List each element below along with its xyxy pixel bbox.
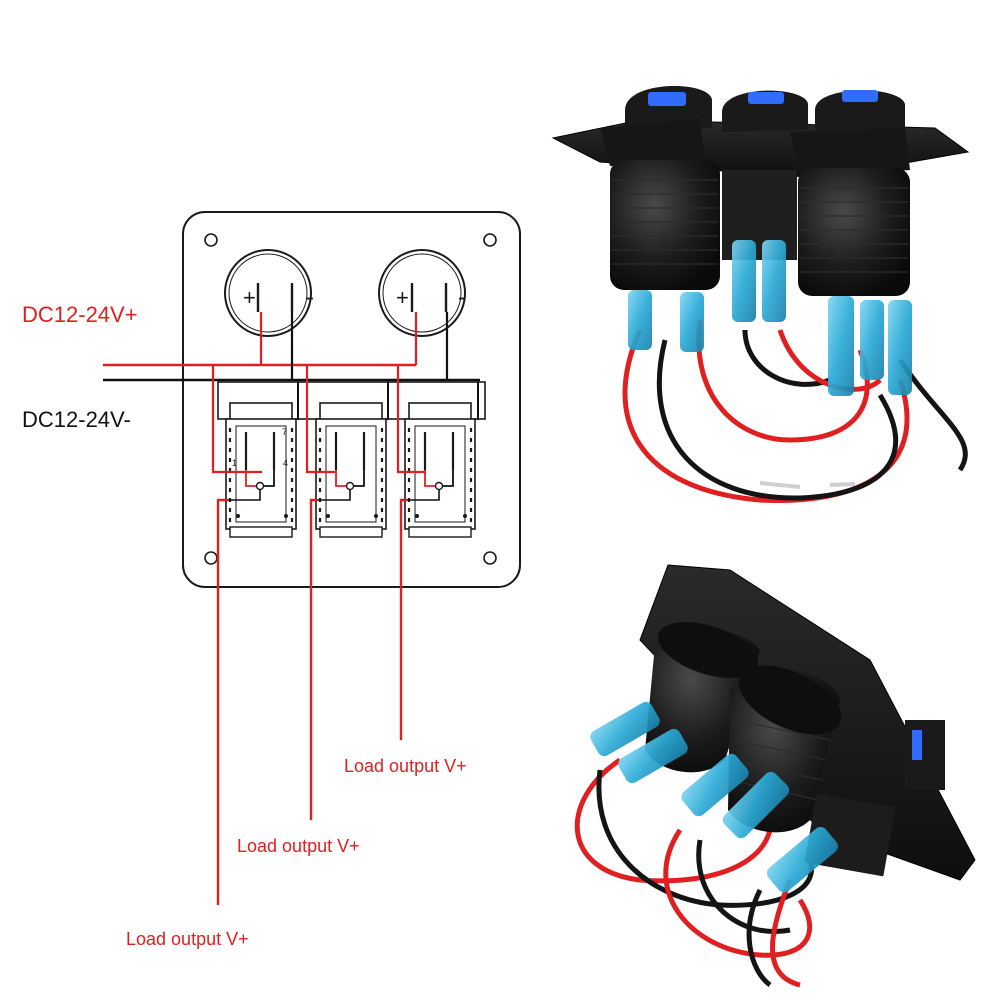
socket-left-plus: + xyxy=(243,285,256,310)
product-photo-top xyxy=(551,86,970,503)
socket-right-plus: + xyxy=(396,285,409,310)
panel-diagram: + - + - xyxy=(103,211,521,905)
socket-left: + - xyxy=(224,249,314,337)
mount-hole-top-right xyxy=(483,233,497,247)
switch-2-feed-wire xyxy=(305,365,335,474)
socket-left-minus: - xyxy=(306,284,314,311)
rocker-switch-1 xyxy=(225,402,297,538)
load-output-2-wire xyxy=(309,498,318,820)
switch-1-feed-wire xyxy=(211,365,262,474)
socket-right-minus: - xyxy=(458,284,466,311)
label-dc-negative: DC12-24V- xyxy=(22,407,131,432)
mount-hole-top-left xyxy=(204,233,218,247)
switch-3-feed-wire xyxy=(396,365,425,474)
product-photo-bottom xyxy=(574,564,976,988)
switch-pin-top-right: 7 xyxy=(282,427,287,437)
label-load-output-3: Load output V+ xyxy=(344,756,467,776)
label-load-output-1: Load output V+ xyxy=(126,929,249,949)
label-load-output-2: Load output V+ xyxy=(237,836,360,856)
rocker-switch-2 xyxy=(315,402,387,538)
rocker-switch-3 xyxy=(404,402,476,538)
load-output-1-wire xyxy=(216,498,228,905)
mount-hole-bottom-right xyxy=(483,551,497,565)
label-dc-positive: DC12-24V+ xyxy=(22,302,138,327)
load-output-3-wire xyxy=(399,498,407,740)
switch-pin-middle-right: 4 xyxy=(283,458,288,468)
switch-pin-middle-left: 1 xyxy=(232,458,237,468)
rocker-switches xyxy=(225,402,476,538)
socket-right: + - xyxy=(378,249,466,337)
